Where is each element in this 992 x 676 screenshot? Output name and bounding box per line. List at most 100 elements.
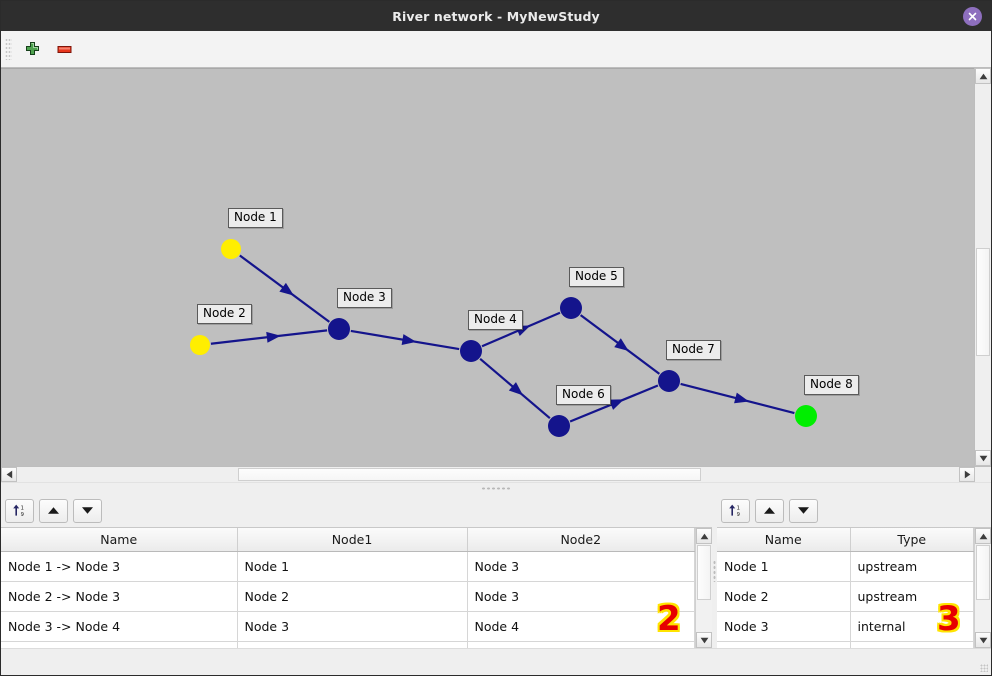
links-table-cell[interactable]: Node 2 -> Node 3 — [1, 581, 238, 612]
scroll-left-arrow-icon[interactable] — [1, 467, 17, 482]
graph-edge-arrow — [508, 382, 524, 396]
nodes-table-cell[interactable]: Node 4 — [717, 641, 851, 648]
scroll-up-arrow-icon[interactable] — [975, 68, 991, 84]
links-column-header-node2[interactable]: Node2 — [467, 528, 695, 552]
graph-node[interactable] — [560, 297, 582, 319]
graph-edge-arrow — [279, 282, 294, 296]
links-table-cell[interactable]: Node 2 — [237, 581, 468, 612]
nodes-pane: 1 9 Name — [717, 494, 991, 648]
graph-node[interactable] — [548, 415, 570, 437]
nodes-table-scrollbar[interactable] — [974, 528, 991, 648]
links-toolbar: 1 9 — [1, 494, 712, 527]
window-resize-grip[interactable] — [980, 664, 988, 672]
graph-edge-arrow — [734, 392, 750, 404]
graph-node[interactable] — [460, 340, 482, 362]
nodes-table-cell[interactable]: upstream — [850, 581, 974, 612]
vertical-splitter-grip — [713, 560, 716, 582]
add-plus-icon[interactable] — [19, 36, 45, 62]
nodes-table-cell[interactable]: Node 3 — [717, 611, 851, 642]
canvas-horizontal-scrollbar[interactable] — [1, 466, 991, 482]
scroll-down-arrow-icon[interactable] — [975, 450, 991, 466]
graph-edge-arrow — [608, 399, 624, 410]
toolbar-drag-handle[interactable] — [5, 38, 12, 60]
links-scroll-thumb[interactable] — [697, 545, 711, 600]
nodes-column-header-name[interactable]: Name — [717, 528, 851, 552]
horizontal-splitter[interactable] — [1, 482, 991, 494]
network-graph — [190, 239, 817, 437]
nodes-sort-ascending-icon[interactable]: 1 9 — [721, 498, 750, 523]
graph-node-label[interactable]: Node 3 — [337, 288, 392, 308]
canvas-vertical-scrollbar[interactable] — [974, 68, 991, 466]
graph-node-label[interactable]: Node 4 — [468, 310, 523, 330]
nodes-table-cell[interactable]: internal — [850, 641, 974, 648]
nodes-table-row[interactable]: Node 4internal — [717, 641, 974, 648]
close-icon[interactable] — [963, 7, 982, 26]
graph-node-label[interactable]: Node 7 — [666, 340, 721, 360]
nodes-table-cell[interactable]: upstream — [850, 551, 974, 582]
links-column-header-node1[interactable]: Node1 — [237, 528, 468, 552]
svg-text:9: 9 — [737, 512, 740, 518]
nodes-table-cell[interactable]: Node 2 — [717, 581, 851, 612]
nodes-move-down-icon[interactable] — [789, 498, 818, 523]
graph-node[interactable] — [190, 335, 210, 355]
graph-node-label[interactable]: Node 1 — [228, 208, 283, 228]
nodes-table-cell[interactable]: internal — [850, 611, 974, 642]
graph-node[interactable] — [795, 405, 817, 427]
canvas-hscroll-thumb[interactable] — [238, 468, 701, 481]
links-column-header-name[interactable]: Name — [1, 528, 238, 552]
graph-node[interactable] — [221, 239, 241, 259]
graph-node-label[interactable]: Node 6 — [556, 385, 611, 405]
graph-node-label[interactable]: Node 2 — [197, 304, 252, 324]
canvas-vscroll-thumb[interactable] — [976, 248, 990, 356]
graph-canvas-area: Node 1 Node 2 Node 3 Node 4 Node 5 Node 6 Node… — [1, 68, 991, 466]
vertical-splitter[interactable] — [712, 494, 717, 648]
sort-ascending-icon[interactable]: 1 9 — [5, 498, 34, 523]
links-table-cell[interactable]: Node 1 — [237, 551, 468, 582]
links-table-cell[interactable]: Node 3 — [467, 551, 695, 582]
graph-node[interactable] — [328, 318, 350, 340]
delete-minus-icon[interactable] — [51, 36, 77, 62]
links-table-cell[interactable]: Node 4 — [467, 611, 695, 642]
splitter-grip — [481, 487, 511, 490]
main-toolbar — [1, 31, 991, 68]
nodes-scroll-down-arrow-icon[interactable] — [975, 632, 991, 648]
links-table-cell[interactable]: Node 4 -> Node 5 — [1, 641, 238, 648]
window-title: River network - MyNewStudy — [392, 8, 600, 24]
nodes-table-cell[interactable]: Node 1 — [717, 551, 851, 582]
nodes-scroll-up-arrow-icon[interactable] — [975, 528, 991, 544]
links-table-cell[interactable]: Node 5 — [467, 641, 695, 648]
links-table-cell[interactable]: Node 3 — [467, 581, 695, 612]
links-table-scrollbar[interactable] — [695, 528, 712, 648]
river-network-canvas[interactable]: Node 1 Node 2 Node 3 Node 4 Node 5 Node 6 Node… — [1, 68, 974, 466]
move-up-icon[interactable] — [39, 498, 68, 523]
links-pane: 1 9 Name — [1, 494, 712, 648]
graph-node-label[interactable]: Node 5 — [569, 267, 624, 287]
nodes-move-up-icon[interactable] — [755, 498, 784, 523]
nodes-scroll-thumb[interactable] — [976, 545, 990, 600]
scroll-right-arrow-icon[interactable] — [959, 467, 975, 482]
links-table-cell[interactable]: Node 3 -> Node 4 — [1, 611, 238, 642]
graph-node[interactable] — [658, 370, 680, 392]
graph-node-label[interactable]: Node 8 — [804, 375, 859, 395]
links-table-cell[interactable]: Node 1 -> Node 3 — [1, 551, 238, 582]
links-scroll-up-arrow-icon[interactable] — [696, 528, 712, 544]
graph-edge-arrow — [614, 338, 629, 352]
links-table-cell[interactable]: Node 3 — [237, 611, 468, 642]
links-table-cell[interactable]: Node 4 — [237, 641, 468, 648]
nodes-column-header-type[interactable]: Type — [850, 528, 974, 552]
graph-edge-arrow — [266, 331, 281, 343]
bottom-panes: 1 9 Name — [1, 494, 991, 648]
move-down-icon[interactable] — [73, 498, 102, 523]
nodes-table-header-row: Name Type — [717, 528, 974, 552]
links-scroll-down-arrow-icon[interactable] — [696, 632, 712, 648]
